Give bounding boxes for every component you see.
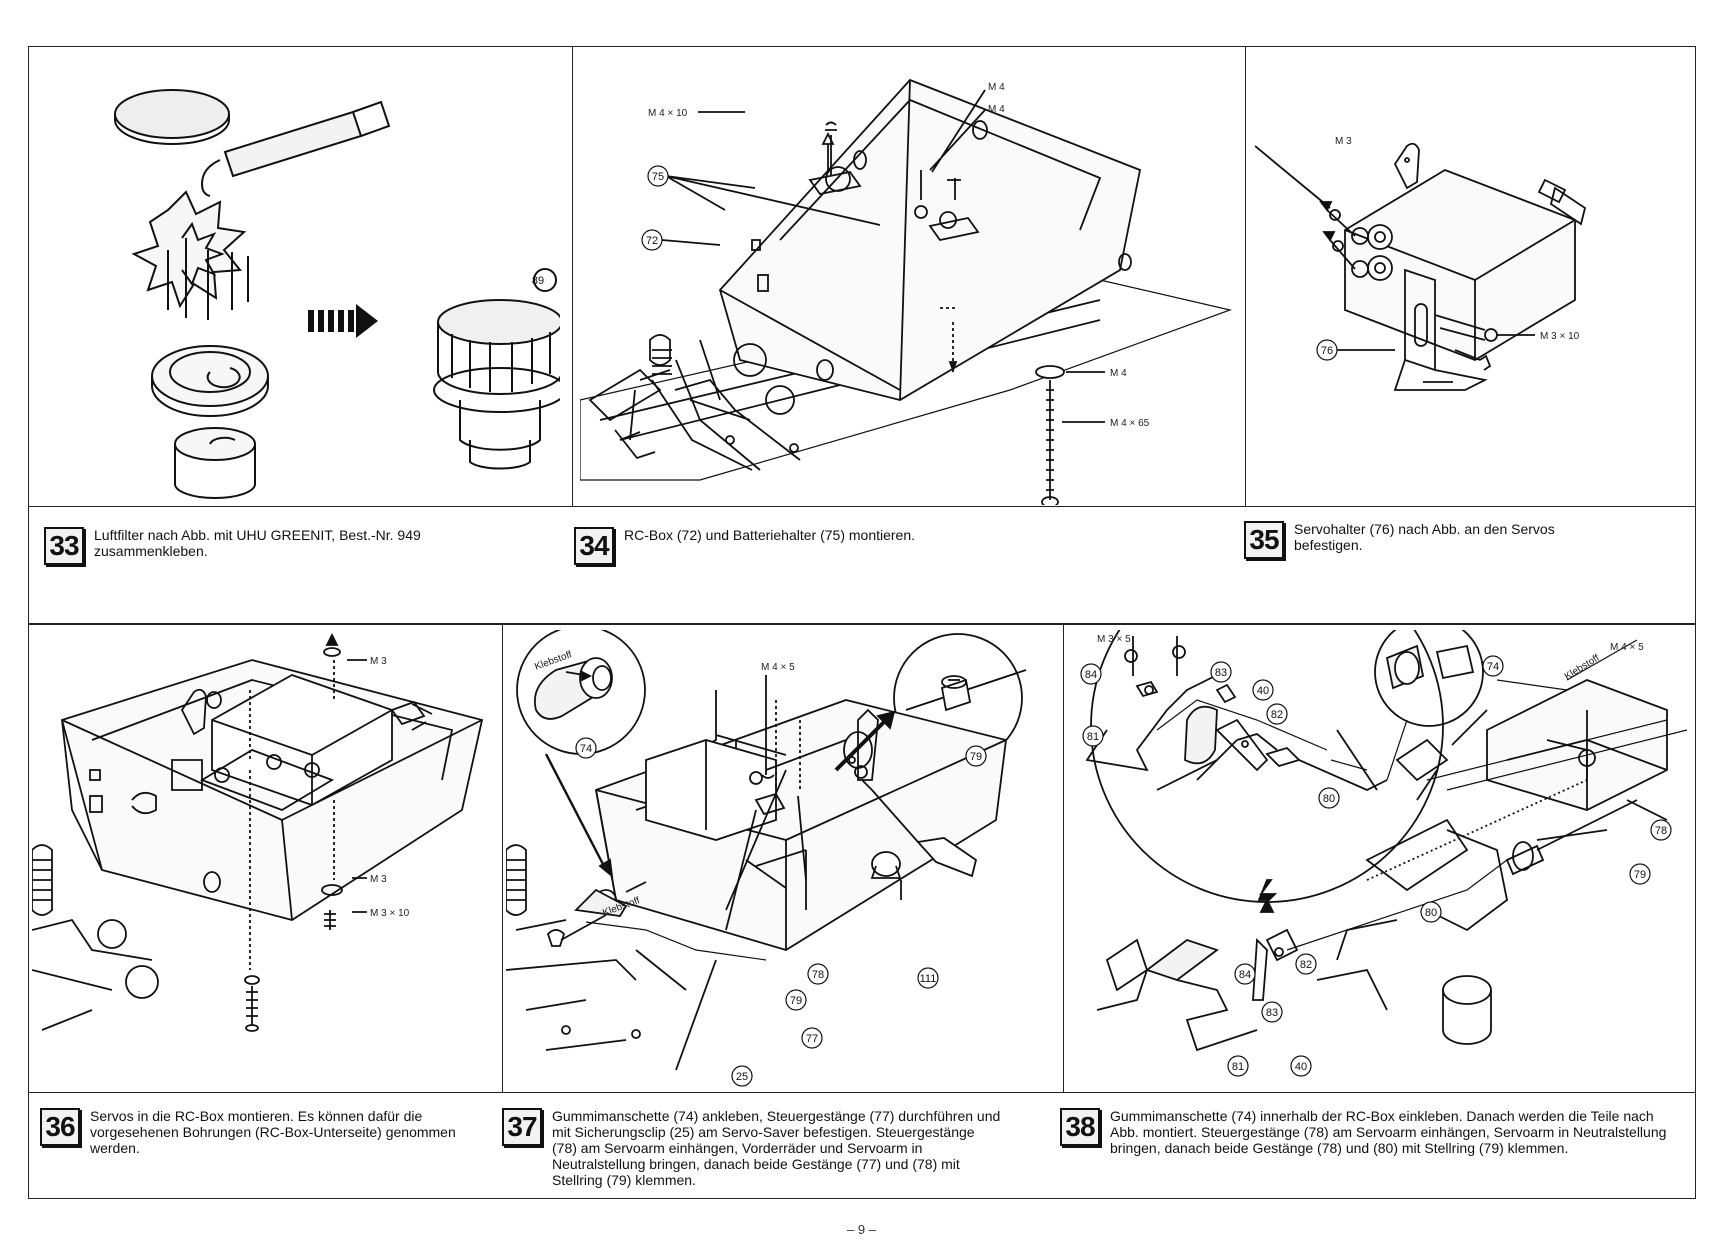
divider-top-caption — [28, 506, 1696, 507]
part-label-79-38: 79 — [1634, 869, 1646, 881]
label-m4-b: M 4 — [988, 104, 1005, 115]
part-label-79-37a: 79 — [970, 751, 982, 763]
label-m4x5-38: M 4 × 5 — [1610, 642, 1644, 653]
step-text-35: Servohalter (76) nach Abb. an den Servos… — [1294, 521, 1555, 553]
step-33: 33 Luftfilter nach Abb. mit UHU GREENIT,… — [44, 527, 544, 565]
step-34: 34 RC-Box (72) und Batteriehalter (75) m… — [574, 527, 1134, 565]
step-35: 35 Servohalter (76) nach Abb. an den Ser… — [1244, 521, 1684, 559]
part-label-81-38b: 81 — [1232, 1061, 1244, 1073]
label-m3-bottom: M 3 — [370, 874, 387, 885]
illustration-33-air-filter: 89 — [114, 89, 560, 499]
label-m4x65: M 4 × 65 — [1110, 418, 1150, 429]
part-label-82-38a: 82 — [1271, 709, 1283, 721]
part-label-74-38: 74 — [1487, 661, 1499, 673]
label-m4x10: M 4 × 10 — [648, 108, 688, 119]
illustration-37-steering-linkage: Klebstoff Klebstoff M 4 × 5 74 79 79 78 … — [506, 630, 1027, 1087]
label-m3x5: M 3 × 5 — [1097, 634, 1131, 645]
step-37: 37 Gummimanschette (74) ankleben, Steuer… — [502, 1108, 1057, 1188]
part-label-89: 89 — [532, 275, 544, 287]
part-label-74-37: 74 — [580, 743, 592, 755]
step-36: 36 Servos in die RC-Box montieren. Es kö… — [40, 1108, 490, 1156]
page-number: – 9 – — [847, 1222, 876, 1237]
label-m4-a: M 4 — [988, 82, 1005, 93]
part-label-40-38a: 40 — [1257, 685, 1269, 697]
part-label-83-38a: 83 — [1215, 667, 1227, 679]
part-label-72: 72 — [646, 235, 658, 247]
part-label-79-37b: 79 — [790, 995, 802, 1007]
illustration-36-servos-in-box: M 3 M 3 M 3 × 10 — [32, 632, 484, 1032]
part-label-81-38a: 81 — [1087, 731, 1099, 743]
step-text-36: Servos in die RC-Box montieren. Es könne… — [90, 1108, 456, 1156]
bottom-panel-frame — [28, 624, 1696, 1199]
part-label-76: 76 — [1321, 345, 1333, 357]
divider-36-37 — [502, 624, 503, 1092]
step-number-37: 37 — [502, 1108, 542, 1146]
label-m4-c: M 4 — [1110, 368, 1127, 379]
part-label-25-37: 25 — [736, 1071, 748, 1083]
part-label-77-37: 77 — [806, 1033, 818, 1045]
divider-34-35 — [1245, 46, 1246, 506]
illustration-35-servo-holder: M 3 M 3 × 10 76 — [1255, 136, 1587, 391]
part-label-40-38b: 40 — [1295, 1061, 1307, 1073]
part-label-111-37: 111 — [920, 973, 937, 985]
step-text-34: RC-Box (72) und Batteriehalter (75) mont… — [624, 527, 916, 543]
label-m3: M 3 — [1335, 136, 1352, 147]
label-m3x10-b: M 3 × 10 — [370, 908, 410, 919]
label-m3-top: M 3 — [370, 656, 387, 667]
illustration-34-rc-box: 75 72 M 4 × 10 M 4 M 4 M 4 M 4 × 65 — [580, 78, 1233, 505]
part-label-80-38a: 80 — [1323, 793, 1335, 805]
label-m3x10: M 3 × 10 — [1540, 331, 1580, 342]
divider-37-38 — [1063, 624, 1064, 1092]
step-38: 38 Gummimanschette (74) innerhalb der RC… — [1060, 1108, 1690, 1156]
divider-bottom-caption — [28, 1092, 1696, 1093]
step-number-35: 35 — [1244, 521, 1284, 559]
step-number-33: 33 — [44, 527, 84, 565]
divider-33-34 — [572, 46, 573, 506]
step-number-36: 36 — [40, 1108, 80, 1146]
illustration-38-linkage-detail: M 3 × 5 M 4 × 5 Klebstoff 84 83 40 82 81… — [1080, 630, 1688, 1077]
part-label-82-38b: 82 — [1300, 959, 1312, 971]
label-klebstoff-38: Klebstoff — [1563, 653, 1602, 683]
part-label-75: 75 — [652, 171, 664, 183]
step-number-34: 34 — [574, 527, 614, 565]
step-text-33: Luftfilter nach Abb. mit UHU GREENIT, Be… — [94, 527, 421, 559]
top-panel-frame — [28, 46, 1696, 624]
label-m4x5-37: M 4 × 5 — [761, 662, 795, 673]
part-label-78-37: 78 — [812, 969, 824, 981]
part-label-84-38b: 84 — [1239, 969, 1251, 981]
part-label-80-38b: 80 — [1425, 907, 1437, 919]
step-number-38: 38 — [1060, 1108, 1100, 1146]
part-label-78-38: 78 — [1655, 825, 1667, 837]
step-text-37: Gummimanschette (74) ankleben, Steuerges… — [552, 1108, 1001, 1188]
part-label-84-38a: 84 — [1085, 669, 1097, 681]
step-text-38: Gummimanschette (74) innerhalb der RC-Bo… — [1110, 1108, 1667, 1156]
part-label-83-38b: 83 — [1266, 1007, 1278, 1019]
